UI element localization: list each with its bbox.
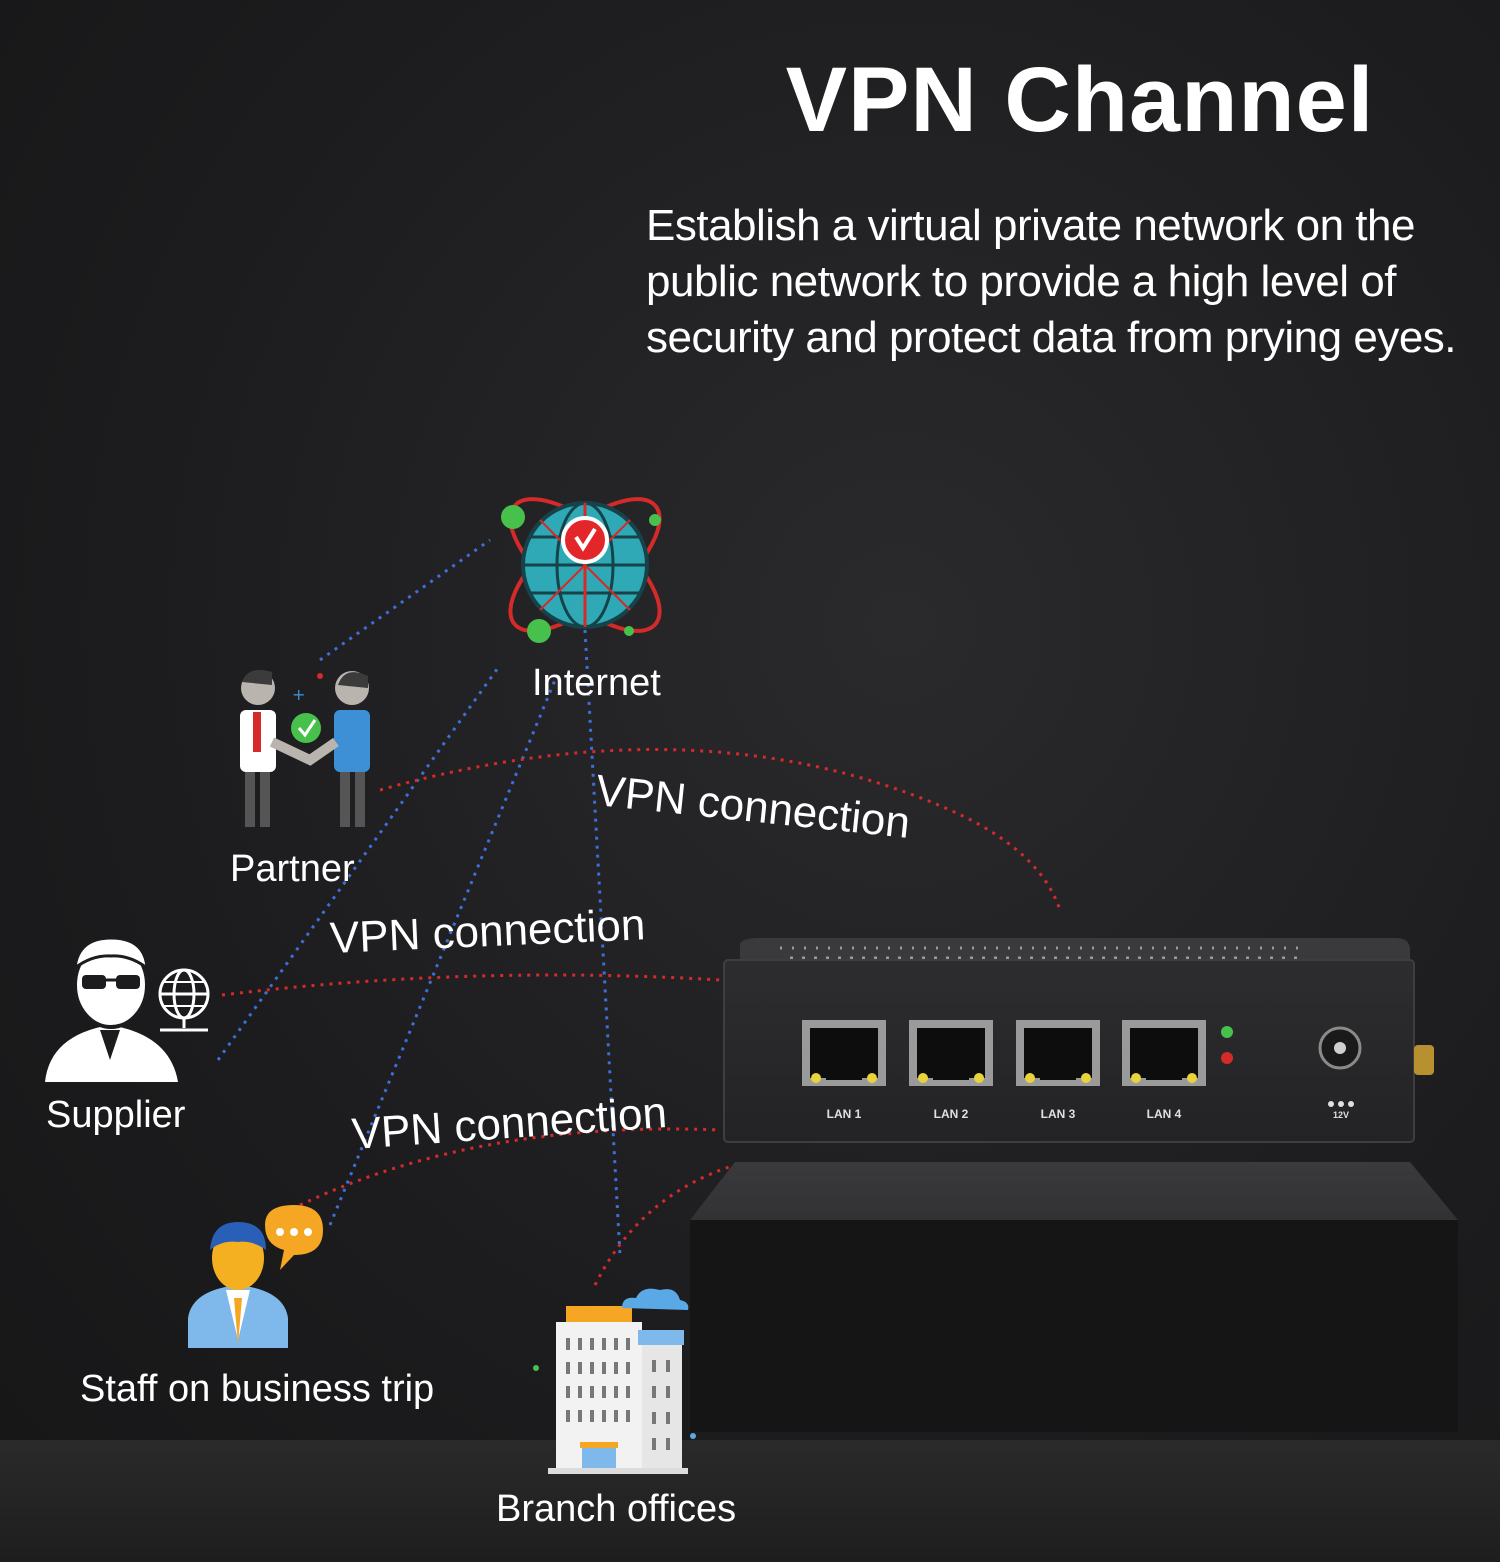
- svg-text:+: +: [292, 685, 305, 704]
- port-label-lan1: LAN 1: [827, 1107, 862, 1121]
- power-label: 12V: [1333, 1110, 1349, 1120]
- port-label-lan3: LAN 3: [1041, 1107, 1076, 1121]
- branch-label: Branch offices: [496, 1488, 737, 1530]
- floor: [0, 1440, 1500, 1562]
- page-title: VPN Channel: [785, 49, 1375, 151]
- staff-label: Staff on business trip: [80, 1368, 435, 1410]
- vpn-line-staff: [299, 1127, 721, 1207]
- port-label-lan4: LAN 4: [1147, 1107, 1182, 1121]
- internet-label: Internet: [532, 662, 661, 704]
- port-label-lan2: LAN 2: [934, 1107, 969, 1121]
- partner-label: Partner: [230, 848, 355, 890]
- internet-line-partner: [319, 538, 491, 662]
- supplier-label: Supplier: [46, 1094, 186, 1136]
- description: Establish a virtual private network on t…: [646, 201, 1457, 362]
